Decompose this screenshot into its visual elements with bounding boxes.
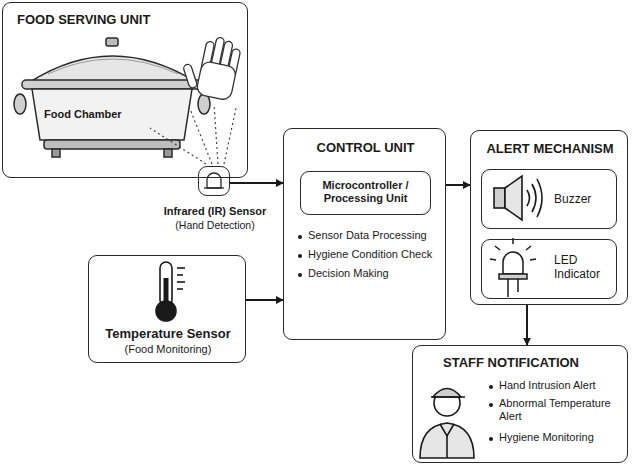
flow-arrow	[230, 182, 283, 184]
sensor-box: Temperature Sensor(Food Monitoring)	[88, 255, 246, 363]
staff-icon	[420, 389, 474, 459]
node-text: (Food Monitoring)	[91, 343, 245, 356]
flow-arrow	[446, 184, 470, 186]
node-title: STAFF NOTIFICATION	[443, 355, 625, 371]
notification-box: STAFF NOTIFICATION Hand Intrusion AlertAb…	[412, 345, 628, 463]
bullet-item: Decision Making	[298, 267, 444, 280]
thermometer-icon	[156, 262, 185, 321]
led-box: LED Indicator	[481, 239, 617, 299]
node-title: ALERT MECHANISM	[473, 141, 627, 157]
ir-beams	[150, 104, 236, 164]
flow-arrow	[246, 299, 283, 301]
part-label: Food Chamber	[44, 108, 122, 121]
node-title: Microcontroller / Processing Unit	[305, 179, 426, 205]
control-box: CONTROL UNIT Sensor Data ProcessingHygien…	[283, 128, 446, 340]
bullet-item: Hand Intrusion Alert	[489, 379, 625, 392]
bullet-item: Hygiene Monitoring	[489, 431, 625, 444]
bullet-item: Hygiene Condition Check	[298, 248, 444, 261]
flow-arrow	[526, 305, 528, 345]
node-title: CONTROL UNIT	[286, 140, 445, 156]
processor-box: Microcontroller / Processing Unit	[300, 171, 431, 215]
sensor-box: Infrared (IR) Sensor(Hand Detection)	[198, 166, 230, 196]
bullet-item: Sensor Data Processing	[298, 229, 444, 242]
node-text: Buzzer	[554, 192, 614, 206]
ir-sensor-symbol	[204, 173, 224, 188]
node-title: Infrared (IR) Sensor	[147, 205, 283, 218]
led-icon	[490, 238, 536, 297]
node-text: LED Indicator	[554, 253, 612, 282]
node-title: FOOD SERVING UNIT	[17, 12, 237, 28]
hand-figure	[178, 31, 243, 101]
unit-box: FOOD SERVING UNIT	[2, 2, 248, 178]
alert-box: ALERT MECHANISM BuzzerLED Indicator	[470, 130, 628, 305]
buzzer-box: Buzzer	[481, 169, 617, 229]
buzzer-icon	[494, 176, 542, 220]
node-text: (Hand Detection)	[147, 219, 283, 232]
food-dish	[14, 38, 210, 157]
bullet-item: Abnormal Temperature Alert	[489, 397, 625, 423]
node-title: Temperature Sensor	[91, 326, 245, 342]
